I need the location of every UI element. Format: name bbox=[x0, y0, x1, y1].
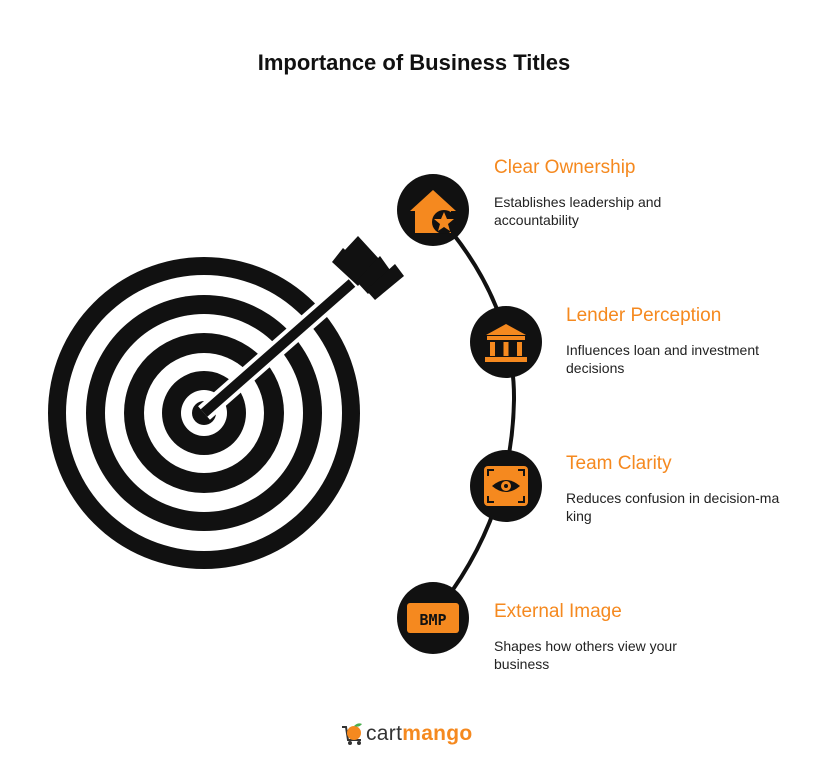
item-title: External Image bbox=[494, 601, 622, 622]
logo-text-mango: mango bbox=[402, 722, 473, 745]
item-description: Establishes leadership and accountabilit… bbox=[494, 194, 662, 228]
bmp-image-icon: BMP bbox=[397, 582, 469, 654]
arrow-icon bbox=[198, 236, 404, 420]
item-description: Shapes how others view your business bbox=[494, 638, 677, 672]
house-star-icon bbox=[397, 174, 469, 246]
list-item-external-image: External Image Shapes how others view yo… bbox=[494, 601, 794, 673]
item-title: Clear Ownership bbox=[494, 157, 636, 178]
item-title: Lender Perception bbox=[566, 305, 722, 326]
list-item-lender-perception: Lender Perception Influences loan and in… bbox=[566, 305, 806, 377]
bank-icon bbox=[470, 306, 542, 378]
logo-text-cart: cart bbox=[366, 722, 403, 745]
list-item-team-clarity: Team Clarity Reduces confusion in decisi… bbox=[566, 453, 806, 525]
item-description: Reduces confusion in decision-making bbox=[566, 490, 780, 524]
list-item-clear-ownership: Clear Ownership Establishes leadership a… bbox=[494, 157, 794, 229]
eye-focus-icon bbox=[470, 450, 542, 522]
item-title: Team Clarity bbox=[566, 453, 672, 474]
item-description: Influences loan and investment decisions bbox=[566, 342, 760, 376]
connector-arc bbox=[431, 208, 517, 618]
page-title: Importance of Business Titles bbox=[257, 50, 571, 75]
svg-text:BMP: BMP bbox=[419, 611, 446, 629]
mango-cart-icon bbox=[342, 723, 362, 745]
